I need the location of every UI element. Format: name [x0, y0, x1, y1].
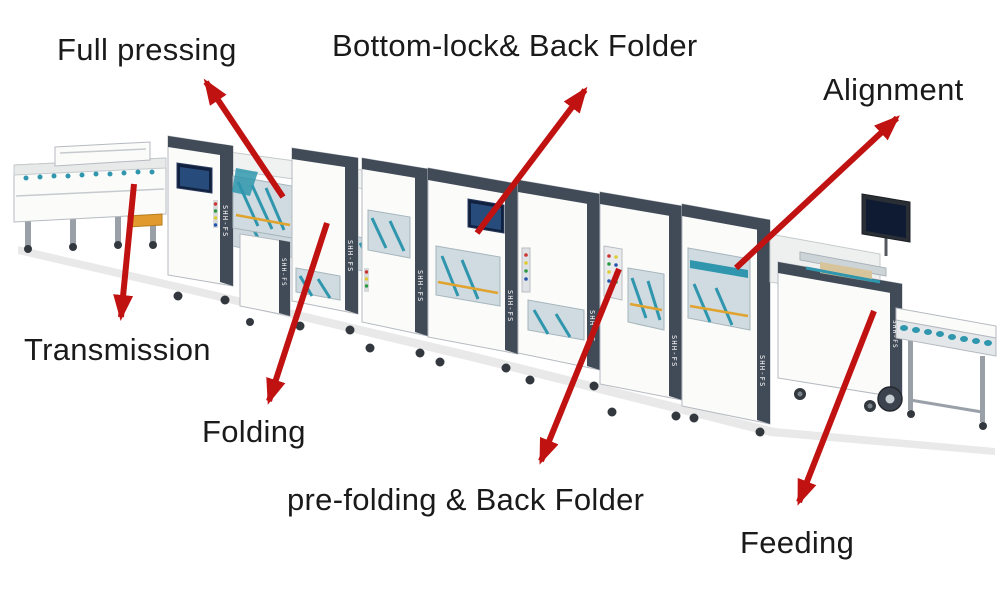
arrow-bottom-lock	[474, 86, 588, 235]
arrow-pre-folding	[538, 267, 622, 465]
brand-label: SHH-FS	[588, 310, 596, 343]
folding-mechanism: SHH-FS	[232, 168, 293, 326]
brand-label: SHH-FS	[346, 240, 354, 273]
tower-6: SHH-FS	[599, 191, 683, 421]
label-pre-folding: pre-folding & Back Folder	[287, 482, 645, 517]
brand-label: SHH-FS	[416, 270, 424, 303]
callout-arrows	[113, 78, 900, 506]
tower-1: SHH-FS	[167, 135, 234, 305]
arrow-transmission	[113, 183, 137, 321]
label-feeding: Feeding	[740, 525, 855, 560]
pressing-unit	[54, 141, 151, 167]
arrow-folding	[266, 222, 330, 405]
arrow-alignment	[733, 115, 900, 271]
control-panel	[603, 245, 623, 301]
arrow-feeding	[796, 309, 877, 506]
tower-4: SHH-FS	[427, 167, 519, 373]
outfeed-conveyor	[895, 307, 997, 430]
label-full-pressing: Full pressing	[57, 32, 237, 67]
monitor-screen	[866, 199, 906, 238]
handwheel	[877, 386, 903, 412]
brand-label: SHH-FS	[280, 258, 287, 287]
feeder-section: SHH-FS	[769, 193, 997, 430]
feeder-monitor	[861, 193, 911, 256]
label-bottom-lock: Bottom-lock& Back Folder	[332, 28, 698, 63]
tower-3: SHH-FS	[361, 157, 429, 358]
label-transmission: Transmission	[24, 332, 211, 367]
brand-label: SHH-FS	[758, 355, 766, 388]
brand-label: SHH-FS	[506, 290, 514, 323]
arrow-full-pressing	[203, 78, 286, 199]
brand-label: SHH-FS	[670, 335, 678, 368]
brand-label: SHH-FS	[891, 320, 898, 349]
label-folding: Folding	[202, 414, 306, 449]
tower-7: SHH-FS	[681, 203, 771, 437]
label-alignment: Alignment	[823, 72, 964, 107]
brand-label: SHH-FS	[221, 205, 229, 238]
tower-5: SHH-FS	[517, 179, 601, 391]
transmission-conveyor	[13, 141, 167, 253]
